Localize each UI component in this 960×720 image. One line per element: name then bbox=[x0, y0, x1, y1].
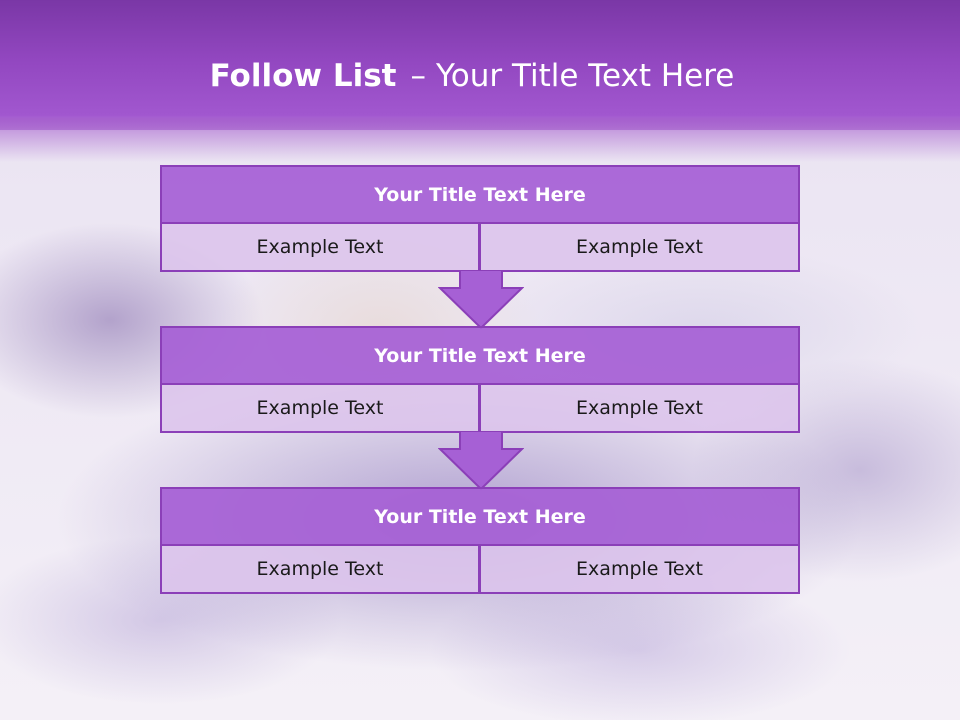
block-cells: Example Text Example Text bbox=[160, 544, 800, 594]
header-fade bbox=[0, 118, 960, 162]
block-title: Your Title Text Here bbox=[160, 326, 800, 385]
block-cell-right: Example Text bbox=[480, 544, 800, 594]
block-cell-right: Example Text bbox=[480, 222, 800, 272]
slide-title: Follow List–Your Title Text Here bbox=[0, 52, 944, 100]
down-arrow-icon bbox=[438, 431, 524, 491]
slide-title-separator: – bbox=[410, 58, 426, 94]
block-cell-left: Example Text bbox=[160, 383, 480, 433]
block-cell-right: Example Text bbox=[480, 383, 800, 433]
down-arrow-icon bbox=[438, 270, 524, 330]
block-cells: Example Text Example Text bbox=[160, 222, 800, 272]
block-title: Your Title Text Here bbox=[160, 487, 800, 546]
slide-title-bold: Follow List bbox=[209, 58, 397, 94]
header-band bbox=[0, 0, 960, 130]
block-title: Your Title Text Here bbox=[160, 165, 800, 224]
slide-title-rest: Your Title Text Here bbox=[435, 58, 735, 94]
block-cell-left: Example Text bbox=[160, 222, 480, 272]
block-cells: Example Text Example Text bbox=[160, 383, 800, 433]
block-cell-left: Example Text bbox=[160, 544, 480, 594]
